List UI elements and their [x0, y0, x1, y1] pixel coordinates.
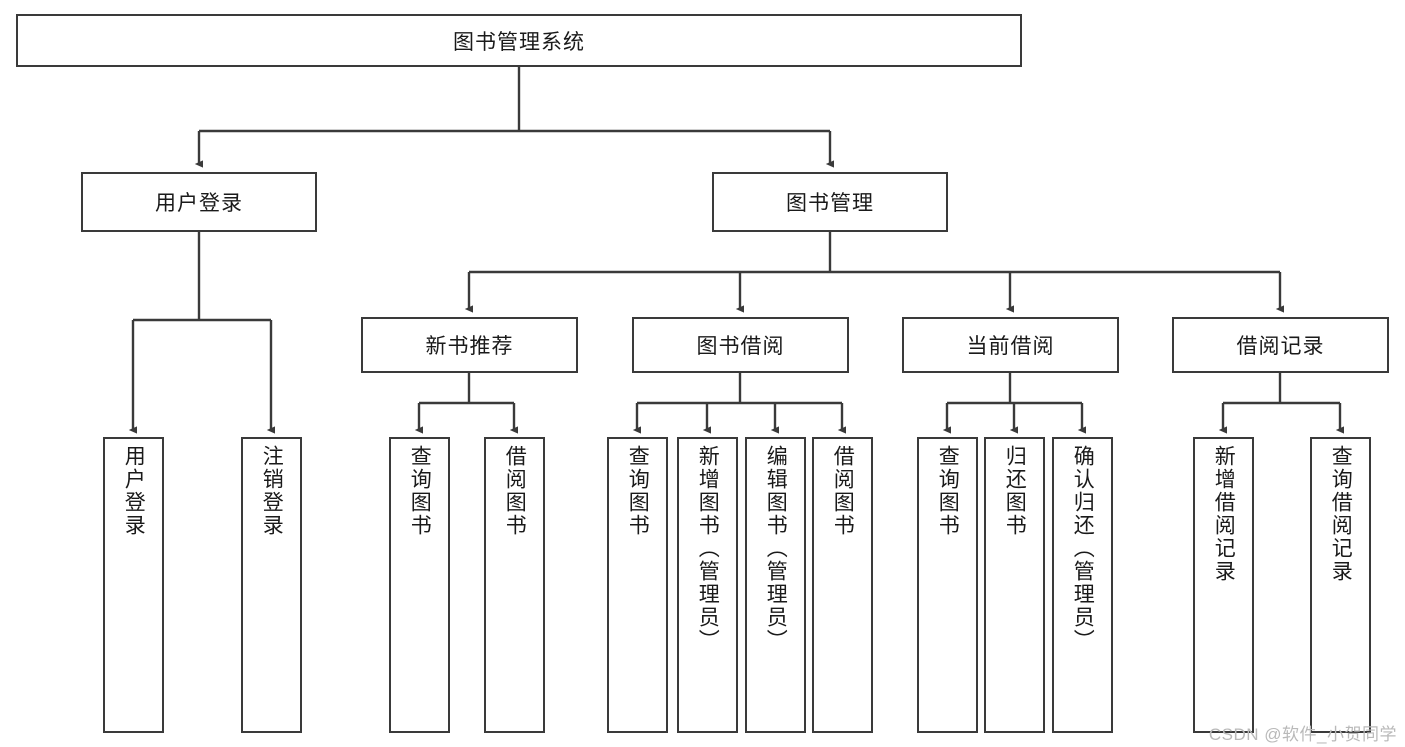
node-borrow-records[interactable]: 借阅记录: [1172, 317, 1389, 373]
leaf-user-login-label: 用户登录: [122, 445, 146, 537]
node-book-management[interactable]: 图书管理: [712, 172, 948, 232]
leaf-user-login[interactable]: 用户登录: [103, 437, 164, 733]
leaf-query-books-current[interactable]: 查询图书: [917, 437, 978, 733]
node-book-borrow-label: 图书借阅: [696, 335, 785, 358]
leaf-confirm-return-admin[interactable]: 确认归还（管理员）: [1052, 437, 1113, 733]
node-new-book-recommend[interactable]: 新书推荐: [361, 317, 578, 373]
leaf-add-borrow-record-label: 新增借阅记录: [1212, 445, 1236, 583]
leaf-return-books-label: 归还图书: [1003, 445, 1027, 537]
node-book-borrow[interactable]: 图书借阅: [632, 317, 849, 373]
leaf-query-books-borrow-label: 查询图书: [626, 445, 650, 537]
node-book-management-label: 图书管理: [786, 192, 874, 215]
leaf-add-book-admin-label: 新增图书（管理员）: [696, 445, 720, 652]
leaf-query-books-current-label: 查询图书: [936, 445, 960, 537]
leaf-query-borrow-record[interactable]: 查询借阅记录: [1310, 437, 1371, 733]
node-borrow-records-label: 借阅记录: [1236, 335, 1325, 358]
node-user-login[interactable]: 用户登录: [81, 172, 317, 232]
leaf-return-books[interactable]: 归还图书: [984, 437, 1045, 733]
leaf-logout[interactable]: 注销登录: [241, 437, 302, 733]
leaf-borrow-books[interactable]: 借阅图书: [812, 437, 873, 733]
leaf-query-books-recommend[interactable]: 查询图书: [389, 437, 450, 733]
node-current-borrow[interactable]: 当前借阅: [902, 317, 1119, 373]
watermark-text: CSDN @软件_小贺同学: [1208, 725, 1397, 744]
node-current-borrow-label: 当前借阅: [966, 335, 1055, 358]
leaf-query-books-borrow[interactable]: 查询图书: [607, 437, 668, 733]
node-new-book-recommend-label: 新书推荐: [425, 335, 514, 358]
leaf-borrow-books-label: 借阅图书: [831, 445, 855, 537]
leaf-logout-label: 注销登录: [260, 445, 284, 537]
leaf-edit-book-admin-label: 编辑图书（管理员）: [764, 445, 788, 652]
leaf-query-books-recommend-label: 查询图书: [408, 445, 432, 537]
node-root-label: 图书管理系统: [453, 30, 585, 54]
leaf-borrow-books-recommend[interactable]: 借阅图书: [484, 437, 545, 733]
leaf-edit-book-admin[interactable]: 编辑图书（管理员）: [745, 437, 806, 733]
node-root[interactable]: 图书管理系统: [16, 14, 1022, 67]
leaf-borrow-books-recommend-label: 借阅图书: [503, 445, 527, 537]
leaf-add-borrow-record[interactable]: 新增借阅记录: [1193, 437, 1254, 733]
leaf-confirm-return-admin-label: 确认归还（管理员）: [1071, 445, 1095, 652]
node-user-login-label: 用户登录: [155, 192, 243, 215]
leaf-query-borrow-record-label: 查询借阅记录: [1329, 445, 1353, 583]
leaf-add-book-admin[interactable]: 新增图书（管理员）: [677, 437, 738, 733]
